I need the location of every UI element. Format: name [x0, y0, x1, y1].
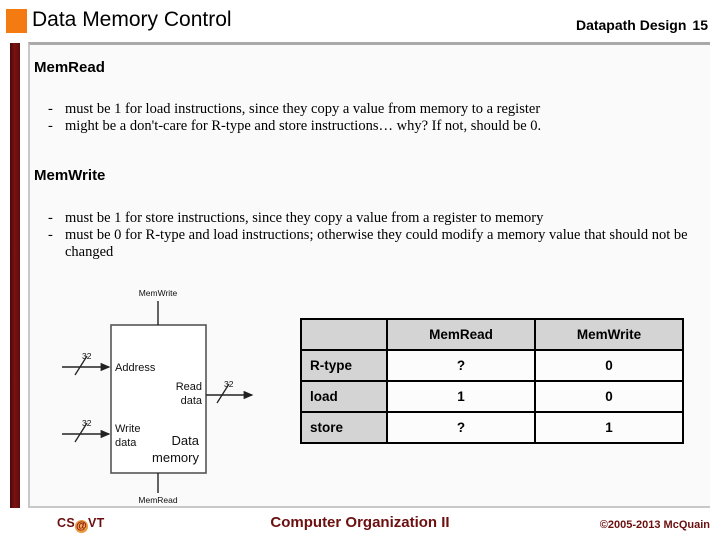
table-column-header-memread: MemRead: [386, 318, 536, 351]
control-signal-truth-table: MemRead MemWrite R-type ? 0 load 1 0 sto…: [300, 318, 684, 444]
diagram-block-label-line1: Data: [172, 433, 200, 448]
diagram-block-label-line2: memory: [152, 450, 199, 465]
footer-logo-csvt: CS@VT: [57, 516, 105, 533]
diagram-label-read-data-line2: data: [181, 395, 203, 407]
table-cell: 1: [534, 411, 684, 444]
bullet-marker-icon: -: [48, 101, 53, 117]
header-accent-square: [6, 9, 27, 33]
write-data-bus-slash: [74, 422, 88, 443]
bullet-item: - must be 1 for load instructions, since…: [48, 101, 688, 118]
table-cell: 0: [534, 349, 684, 382]
bullet-marker-icon: -: [48, 210, 53, 226]
table-row: load 1 0: [300, 380, 684, 413]
table-header-row: MemRead MemWrite: [300, 318, 684, 351]
table-cell: 0: [534, 380, 684, 413]
table-row-header-rtype: R-type: [300, 349, 388, 382]
data-memory-block: [110, 324, 207, 474]
course-label-text: Datapath Design: [575, 17, 687, 33]
bullet-item: - might be a don't-care for R-type and s…: [48, 118, 688, 135]
table-row: store ? 1: [300, 411, 684, 444]
table-cell: ?: [386, 411, 536, 444]
footer-copyright: ©2005-2013 McQuain: [599, 519, 710, 531]
diagram-label-write-data-line1: Write: [115, 423, 140, 435]
table-column-header-memwrite: MemWrite: [534, 318, 684, 351]
table-row-header-load: load: [300, 380, 388, 413]
page-title: Data Memory Control: [32, 8, 232, 31]
write-data-bus-width-label: 32: [82, 418, 92, 428]
bullet-list-memread: - must be 1 for load instructions, since…: [48, 101, 688, 135]
diagram-label-memwrite: MemWrite: [139, 288, 178, 298]
section-heading-memwrite: MemWrite: [34, 167, 106, 184]
header-course-label: Datapath Design 15: [576, 17, 708, 33]
bullet-item: - must be 0 for R-type and load instruct…: [48, 227, 688, 261]
diagram-label-address: Address: [115, 362, 156, 374]
data-memory-block-diagram: MemWrite MemRead 32 Address 32 Write dat…: [56, 282, 296, 507]
table-corner-cell: [300, 318, 388, 351]
table-cell: 1: [386, 380, 536, 413]
section-heading-memread: MemRead: [34, 59, 105, 76]
slide-page-number: 15: [692, 17, 708, 33]
bullet-marker-icon: -: [48, 118, 53, 134]
table-row-header-store: store: [300, 411, 388, 444]
table-cell: ?: [386, 349, 536, 382]
at-sign-icon: @: [74, 520, 88, 533]
bullet-text: must be 0 for R-type and load instructio…: [65, 227, 688, 260]
left-accent-rail: [10, 43, 20, 508]
bullet-text: must be 1 for store instructions, since …: [65, 210, 544, 226]
read-data-bus-width-label: 32: [224, 379, 234, 389]
footer-course-title: Computer Organization II: [270, 514, 450, 531]
read-data-bus-slash: [216, 383, 230, 404]
diagram-label-read-data-line1: Read: [176, 381, 202, 393]
bullet-list-memwrite: - must be 1 for store instructions, sinc…: [48, 210, 688, 261]
address-bus-slash: [74, 355, 88, 376]
diagram-label-memread: MemRead: [138, 495, 177, 505]
footer-logo-prefix: CS: [57, 516, 75, 530]
bullet-text: must be 1 for load instructions, since t…: [65, 101, 541, 117]
address-bus-width-label: 32: [82, 351, 92, 361]
bullet-marker-icon: -: [48, 227, 53, 243]
bullet-text: might be a don't-care for R-type and sto…: [65, 118, 542, 134]
bullet-item: - must be 1 for store instructions, sinc…: [48, 210, 688, 227]
table-row: R-type ? 0: [300, 349, 684, 382]
diagram-label-write-data-line2: data: [115, 437, 137, 449]
footer-logo-suffix: VT: [87, 516, 105, 530]
